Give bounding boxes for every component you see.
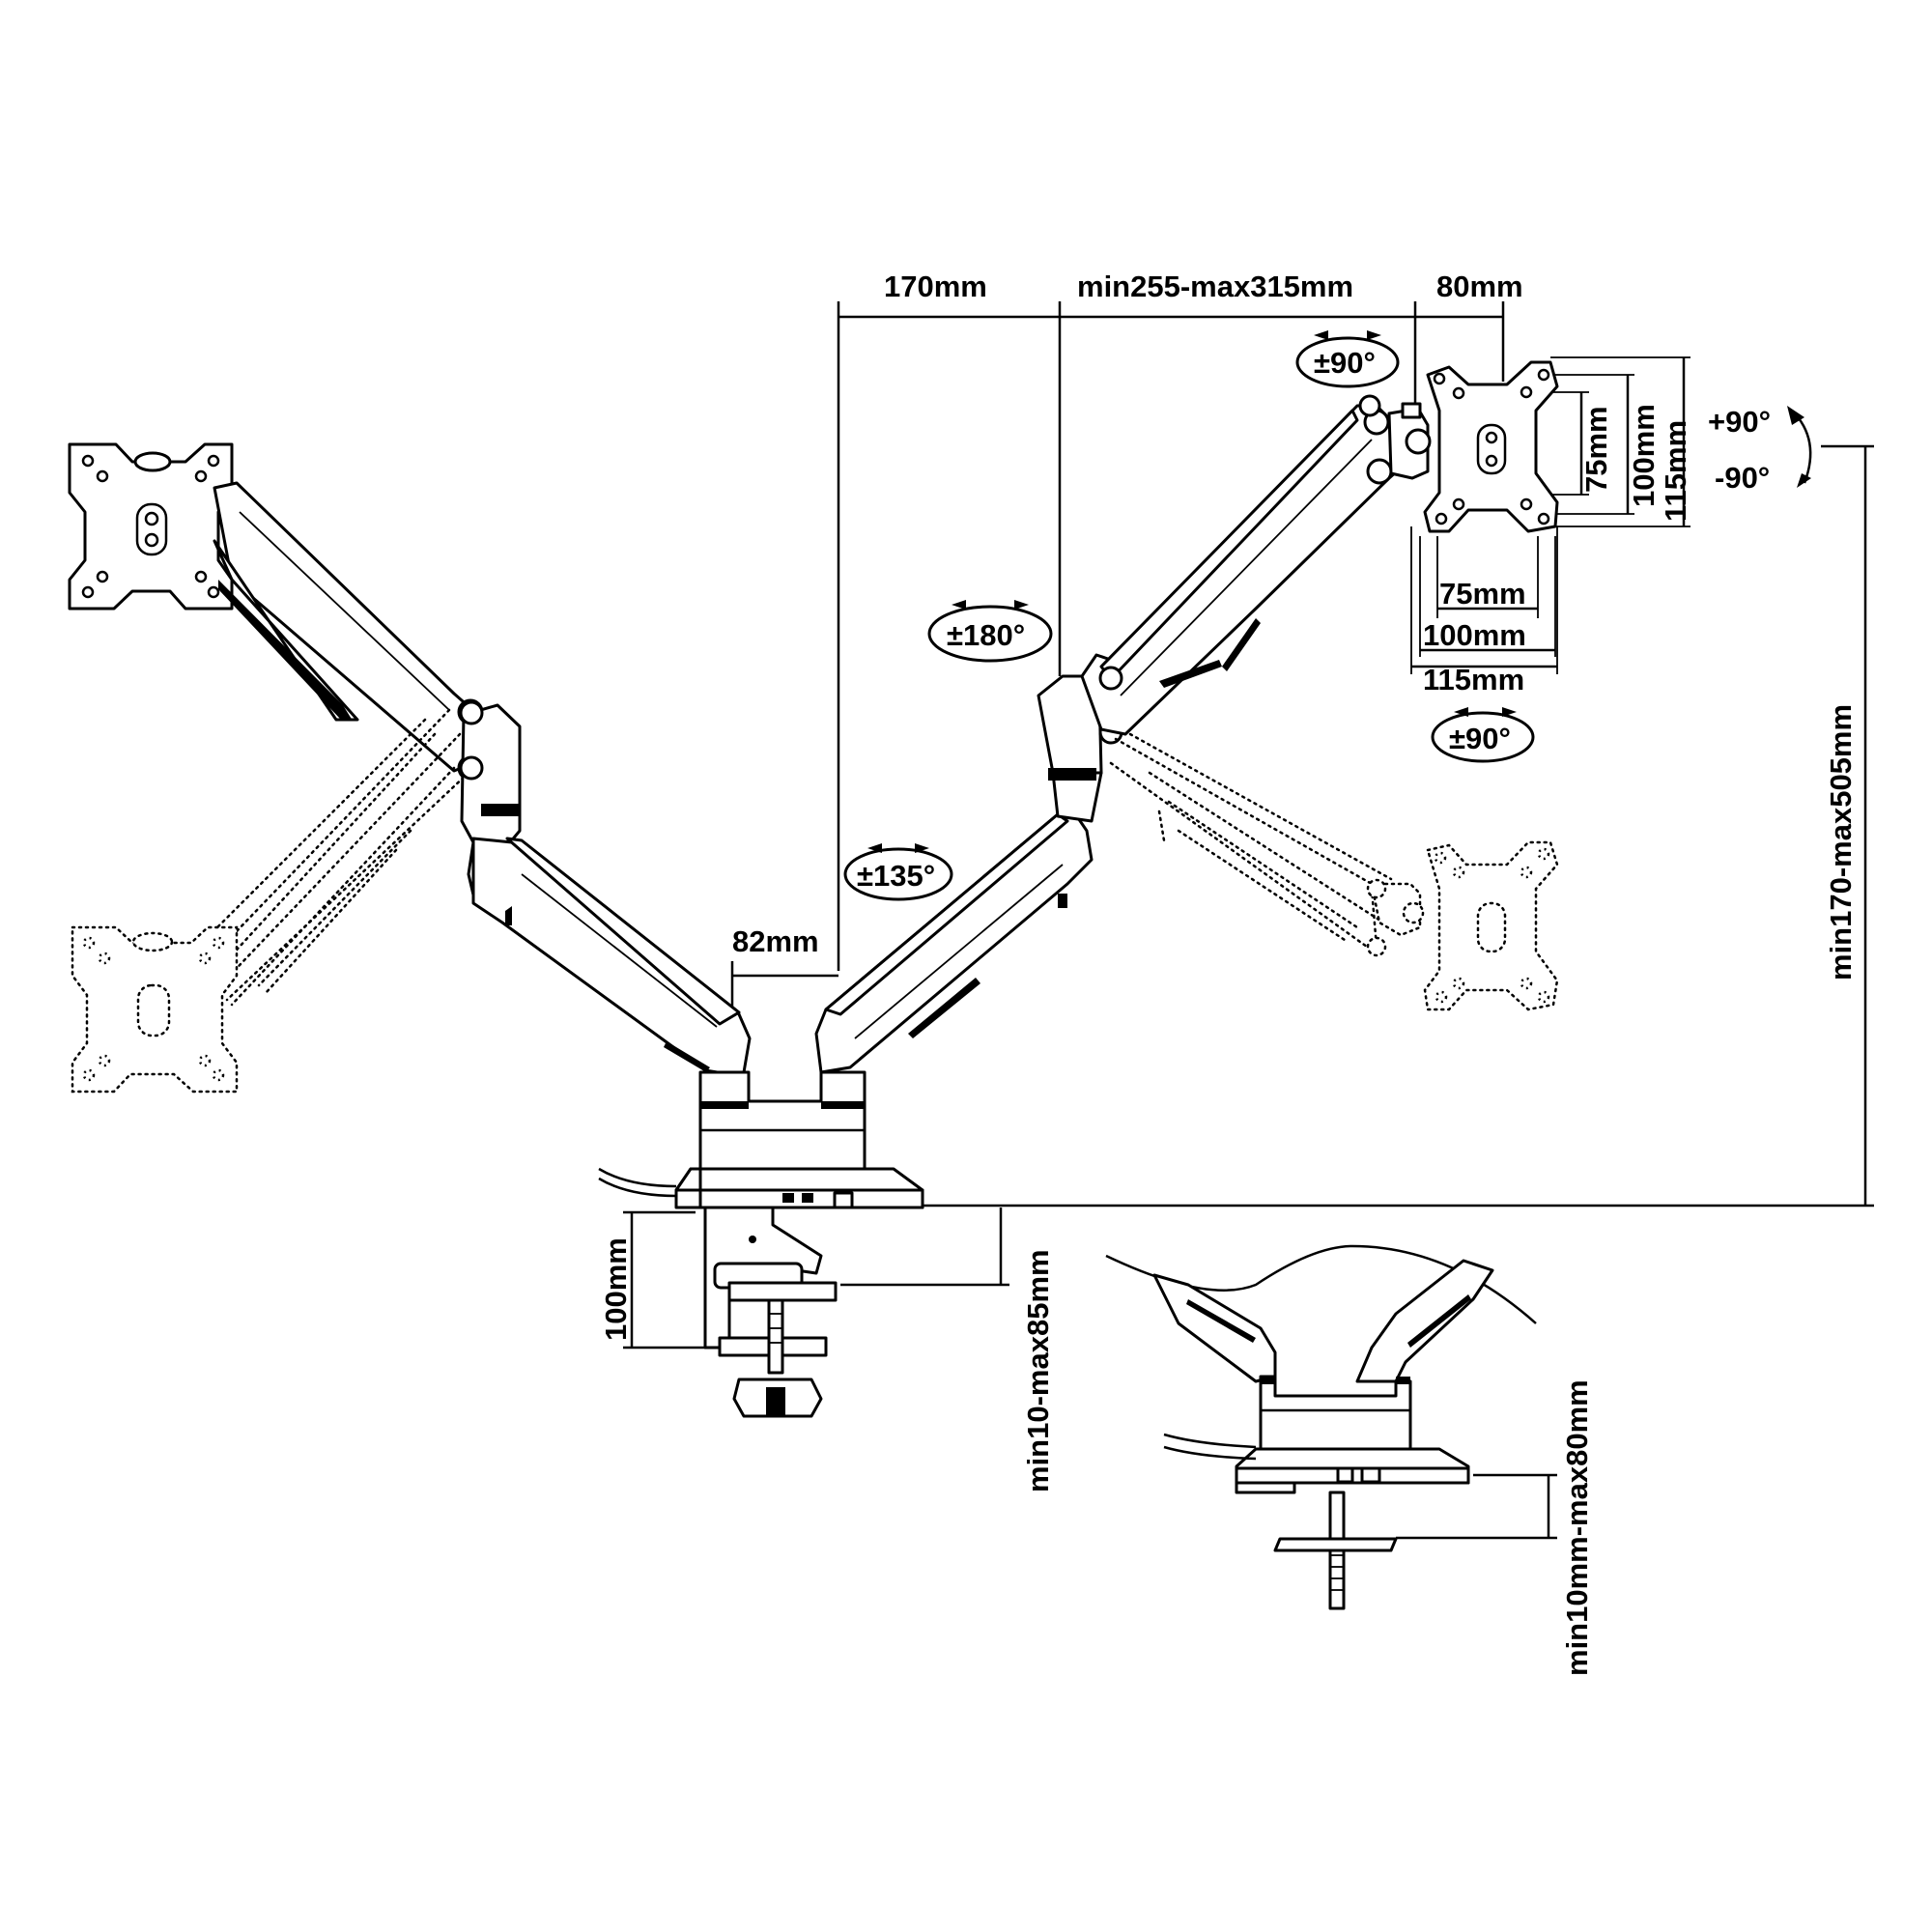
label-height-range: min170-max505mm (1824, 704, 1858, 980)
badge-tilt-top (1295, 330, 1400, 388)
label-desk-thickness-clamp: min10-max85mm (1021, 1249, 1055, 1492)
label-tilt-bottom: ±90° (1449, 722, 1511, 755)
label-vesa-100-h: 100mm (1627, 404, 1661, 507)
badge-swivel-base (843, 843, 953, 901)
left-ghost-arm (201, 708, 470, 1007)
left-ghost-plate (71, 925, 239, 1094)
label-desk-thickness-grommet: min10mm-max80mm (1560, 1379, 1594, 1676)
label-swivel-base: ±135° (857, 859, 935, 893)
right-lower-arm (814, 808, 1094, 1074)
label-rotate-minus: -90° (1715, 461, 1770, 495)
label-vesa-115-w: 115mm (1423, 663, 1524, 696)
label-arm-spacing: 170mm (884, 270, 987, 303)
label-vesa-100-w: 100mm (1423, 618, 1526, 652)
label-vesa-75-h: 75mm (1579, 406, 1613, 493)
badge-swivel-arm (927, 600, 1053, 663)
grommet-inset (1105, 1244, 1537, 1610)
left-upper-arm (213, 481, 484, 781)
left-vesa-plate (68, 442, 234, 611)
label-rotate-plus: +90° (1708, 405, 1771, 439)
dimension-lines (623, 301, 1874, 1540)
label-tilt-top: ±90° (1314, 346, 1376, 380)
left-lower-arm (471, 837, 752, 1076)
label-vesa-75-w: 75mm (1439, 577, 1526, 611)
label-pole-width: 82mm (732, 924, 819, 958)
right-upper-arm (1080, 394, 1407, 736)
base (598, 1167, 924, 1209)
rotation-arrow-icon (1787, 406, 1812, 488)
center-post (698, 1070, 867, 1171)
right-ghost-plate (1423, 840, 1559, 1011)
badge-tilt-bottom (1431, 707, 1535, 763)
right-vesa-plate (1423, 360, 1559, 533)
label-arm-reach: min255-max315mm (1077, 270, 1353, 303)
label-swivel-arm: ±180° (947, 618, 1025, 652)
clamp (703, 1206, 838, 1418)
label-head-offset: 80mm (1436, 270, 1523, 303)
label-vesa-115-h: 115mm (1659, 420, 1692, 522)
label-clamp-height: 100mm (599, 1237, 633, 1341)
right-tilt-head (1387, 402, 1432, 480)
right-ghost-arm (1109, 732, 1425, 957)
